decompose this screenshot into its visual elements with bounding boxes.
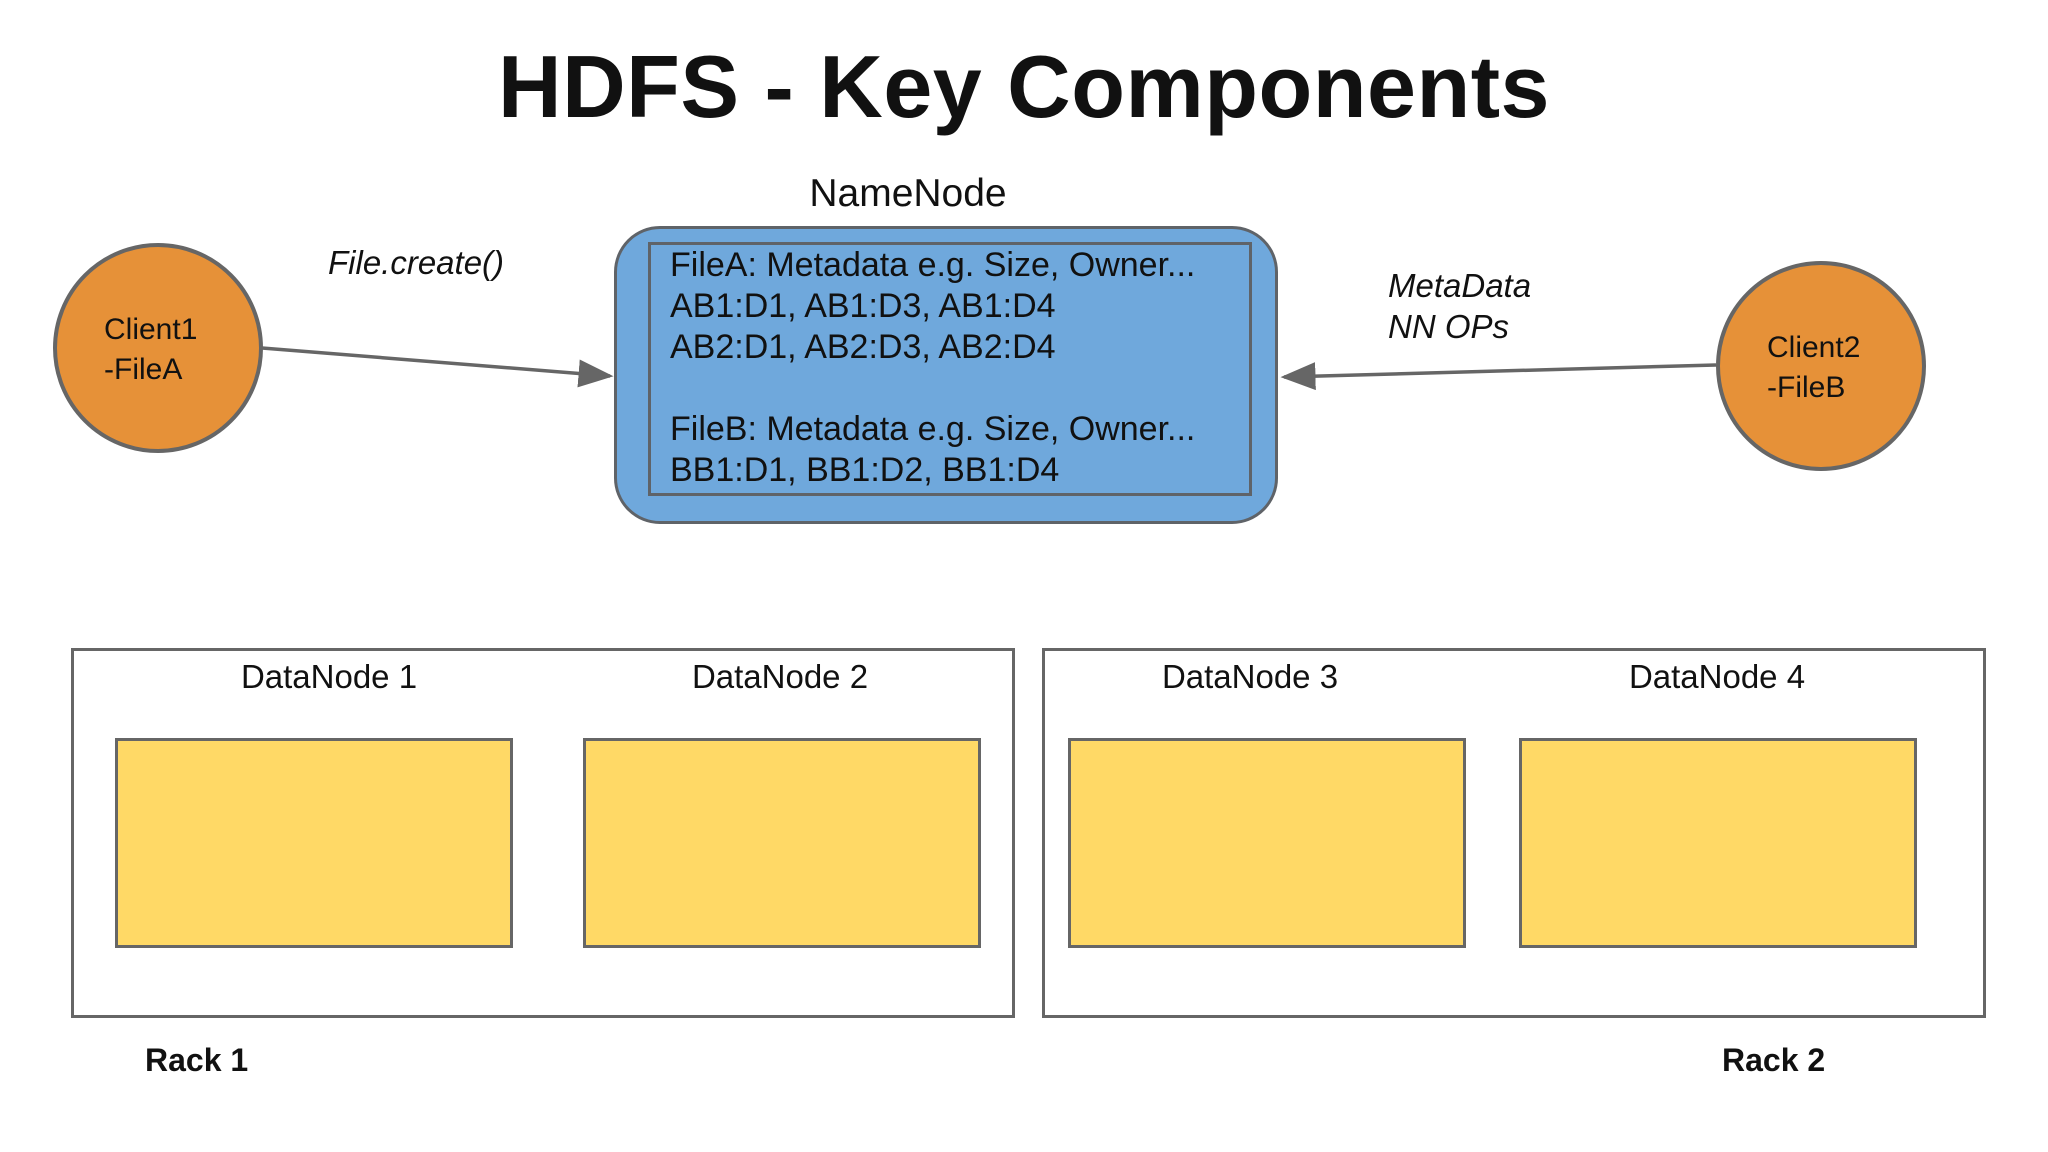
namenode-metadata-line: FileB: Metadata e.g. Size, Owner... [670,410,1196,448]
nn-ops-label: NN OPs [1388,308,1510,345]
namenode-metadata-line: FileA: Metadata e.g. Size, Owner... [670,246,1196,284]
client1-to-namenode-arrow [261,346,614,388]
client1-file: -FileA [104,353,183,386]
namenode-metadata-line: AB2:D1, AB2:D3, AB2:D4 [670,328,1056,366]
datanode-1-box [115,738,513,948]
client2-file: -FileB [1767,371,1846,404]
client1-label: Client1 -FileA [104,310,197,390]
namenode-box [614,226,1278,524]
datanode-2-label: DataNode 2 [691,658,869,695]
rack-1-label: Rack 1 [145,1042,249,1078]
metadata-ops-label: MetaData NN OPs [1388,265,1531,347]
datanode-4-box [1519,738,1917,948]
namenode-metadata-line: AB1:D1, AB1:D3, AB1:D4 [670,287,1056,325]
client1-name: Client1 [104,313,198,346]
datanode-1-label: DataNode 1 [240,658,418,695]
datanode-2-box [583,738,981,948]
page-title: HDFS - Key Components [498,37,1550,136]
file-create-label: File.create() [328,244,505,281]
client2-label: Client2 -FileB [1767,328,1860,408]
rack-2-label: Rack 2 [1722,1042,1826,1078]
namenode-label: NameNode [809,172,1007,215]
datanode-3-label: DataNode 3 [1161,658,1339,695]
client2-to-namenode-arrow [1280,362,1717,391]
datanode-4-label: DataNode 4 [1628,658,1806,695]
client2-name: Client2 [1767,331,1861,364]
metadata-label: MetaData [1388,267,1532,304]
namenode-metadata-line: BB1:D1, BB1:D2, BB1:D4 [670,451,1060,489]
client2-node [1716,261,1926,471]
namenode-metadata-box [648,242,1252,496]
client1-node [53,243,263,453]
datanode-3-box [1068,738,1466,948]
